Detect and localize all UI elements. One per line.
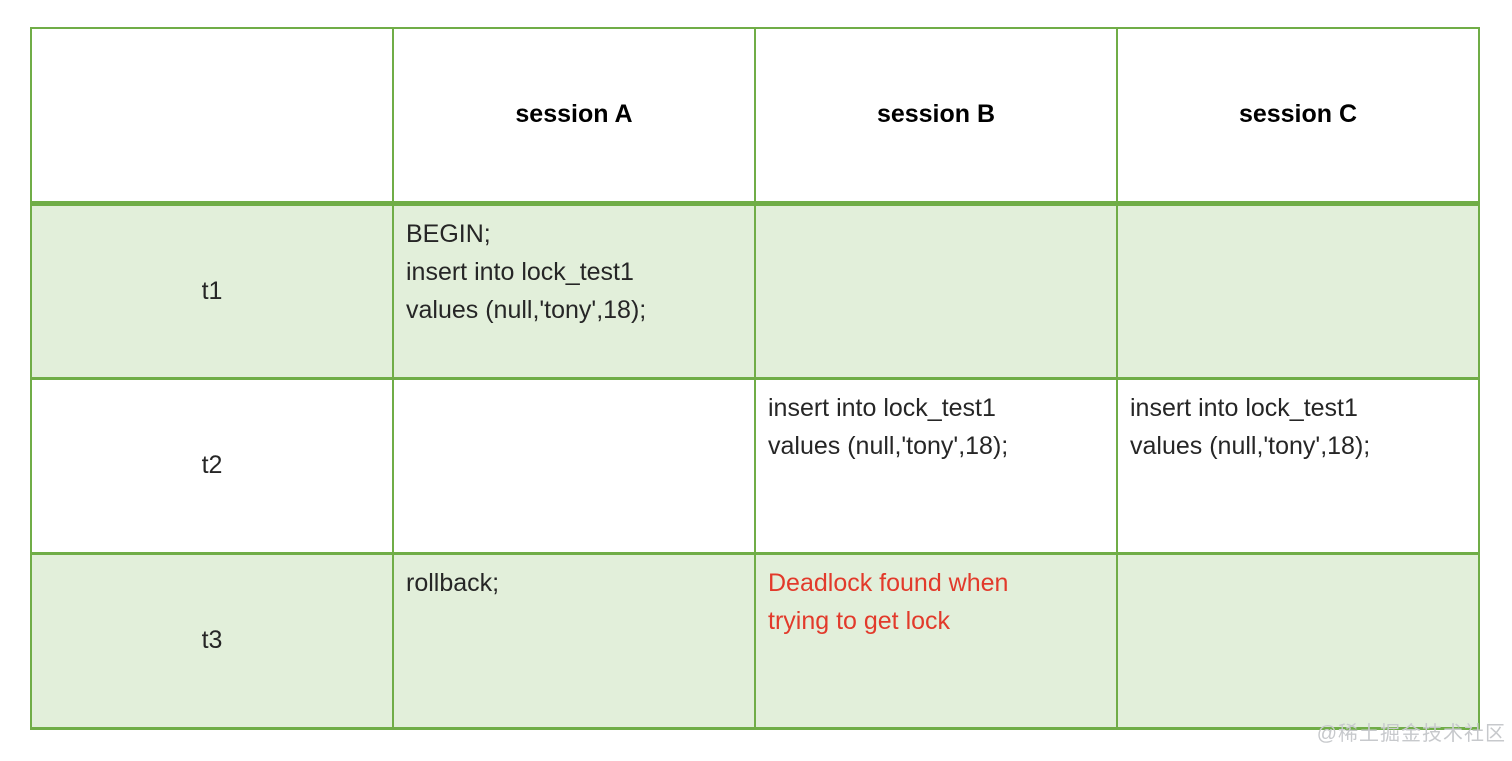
- cell-t2-session-b: insert into lock_test1 values (null,'ton…: [754, 377, 1118, 555]
- cell-t2-session-c: insert into lock_test1 values (null,'ton…: [1116, 377, 1480, 555]
- table-row-t3: t3 rollback; Deadlock found when trying …: [30, 552, 1480, 730]
- cell-t3-session-b-deadlock-message: Deadlock found when trying to get lock: [754, 552, 1118, 730]
- table-row-t1: t1 BEGIN; insert into lock_test1 values …: [30, 202, 1480, 380]
- table-row-t2: t2 insert into lock_test1 values (null,'…: [30, 377, 1480, 555]
- header-session-c: session C: [1116, 27, 1480, 206]
- cell-t1-session-c: [1116, 202, 1480, 380]
- table-header-row: session A session B session C: [30, 27, 1480, 206]
- time-label-t1: t1: [30, 202, 394, 380]
- header-session-a: session A: [392, 27, 756, 206]
- cell-t3-session-a: rollback;: [392, 552, 756, 730]
- header-time-blank: [30, 27, 394, 206]
- cell-t2-session-a: [392, 377, 756, 555]
- cell-t1-session-b: [754, 202, 1118, 380]
- juejin-community-watermark: @稀土掘金技术社区: [1316, 723, 1506, 745]
- time-label-t2: t2: [30, 377, 394, 555]
- time-label-t3: t3: [30, 552, 394, 730]
- deadlock-timeline-table: session A session B session C t1 BEGIN; …: [30, 27, 1480, 730]
- cell-t3-session-c: [1116, 552, 1480, 730]
- cell-t1-session-a: BEGIN; insert into lock_test1 values (nu…: [392, 202, 756, 380]
- header-session-b: session B: [754, 27, 1118, 206]
